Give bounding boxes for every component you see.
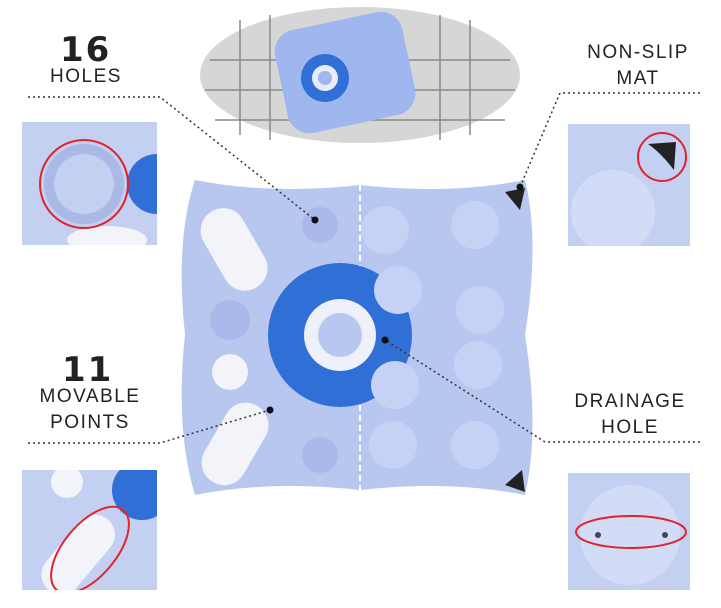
holes-closeup bbox=[22, 122, 157, 245]
holes-count: 16 bbox=[60, 30, 112, 70]
holes-label: HOLES bbox=[50, 66, 122, 87]
drainage-closeup bbox=[568, 473, 690, 590]
drain-label-2: HOLE bbox=[601, 417, 659, 438]
points-label-1: MOVABLE bbox=[39, 386, 141, 407]
mat-closeup bbox=[568, 124, 690, 246]
dishwasher-photo bbox=[200, 7, 520, 143]
mat-label-1: NON-SLIP bbox=[587, 42, 689, 63]
points-closeup bbox=[22, 470, 157, 590]
mat-label-2: MAT bbox=[616, 68, 660, 89]
points-count: 11 bbox=[62, 350, 114, 390]
drain-label-1: DRAINAGE bbox=[574, 391, 686, 412]
points-label-2: POINTS bbox=[50, 412, 130, 433]
